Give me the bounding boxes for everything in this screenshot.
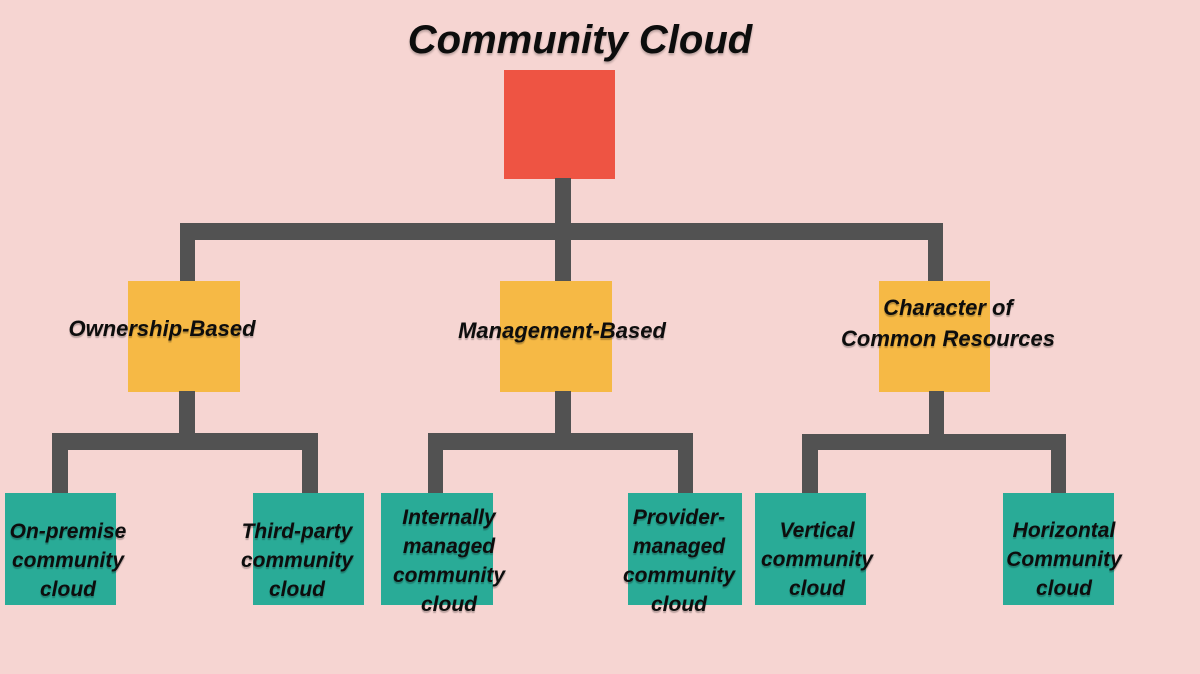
branch-label-ownership: Ownership-Based — [68, 316, 256, 341]
leaf-label-provider-managed: Provider- managed community cloud — [622, 506, 736, 616]
branch-box-ownership — [128, 281, 240, 392]
connector-right-stem — [929, 391, 944, 436]
root-node-box — [504, 70, 615, 179]
leaf-label-horizontal: Horizontal Community cloud — [1006, 519, 1122, 600]
connector-right-bar — [802, 434, 1066, 450]
connector-right-drop1 — [802, 448, 818, 493]
leaf-box-horizontal — [1003, 493, 1114, 605]
connector-left-drop1 — [52, 448, 68, 493]
branch-label-management: Management-Based — [458, 318, 666, 343]
leaf-box-internally-managed — [381, 493, 493, 605]
connector-l1-drop-left — [180, 238, 195, 282]
branch-label-character: Character of Common Resources — [841, 295, 1055, 351]
connector-mid-bar — [428, 433, 693, 450]
connector-mid-drop1 — [428, 448, 443, 493]
leaf-label-on-premise: On-premise community cloud — [9, 520, 127, 601]
leaf-label-vertical: Vertical community cloud — [760, 519, 874, 600]
leaf-box-vertical — [755, 493, 866, 605]
leaf-box-on-premise — [5, 493, 116, 605]
diagram-title: Community Cloud — [407, 18, 753, 62]
leaf-box-provider-managed — [628, 493, 742, 605]
leaf-label-third-party: Third-party community cloud — [240, 520, 354, 601]
leaf-box-third-party — [253, 493, 364, 605]
connector-left-drop2 — [302, 448, 318, 493]
branch-box-character — [879, 281, 990, 392]
connector-l1-bar — [180, 223, 943, 240]
leaf-label-internally-managed: Internally managed community cloud — [392, 506, 506, 616]
connector-left-stem — [179, 391, 195, 435]
connector-mid-stem — [555, 391, 571, 435]
connector-l1-drop-right — [928, 238, 943, 282]
connector-mid-drop2 — [678, 448, 693, 493]
connector-l1-drop-mid — [555, 238, 571, 282]
connector-right-drop2 — [1051, 448, 1066, 493]
connector-left-bar — [52, 433, 318, 450]
branch-box-management — [500, 281, 612, 392]
